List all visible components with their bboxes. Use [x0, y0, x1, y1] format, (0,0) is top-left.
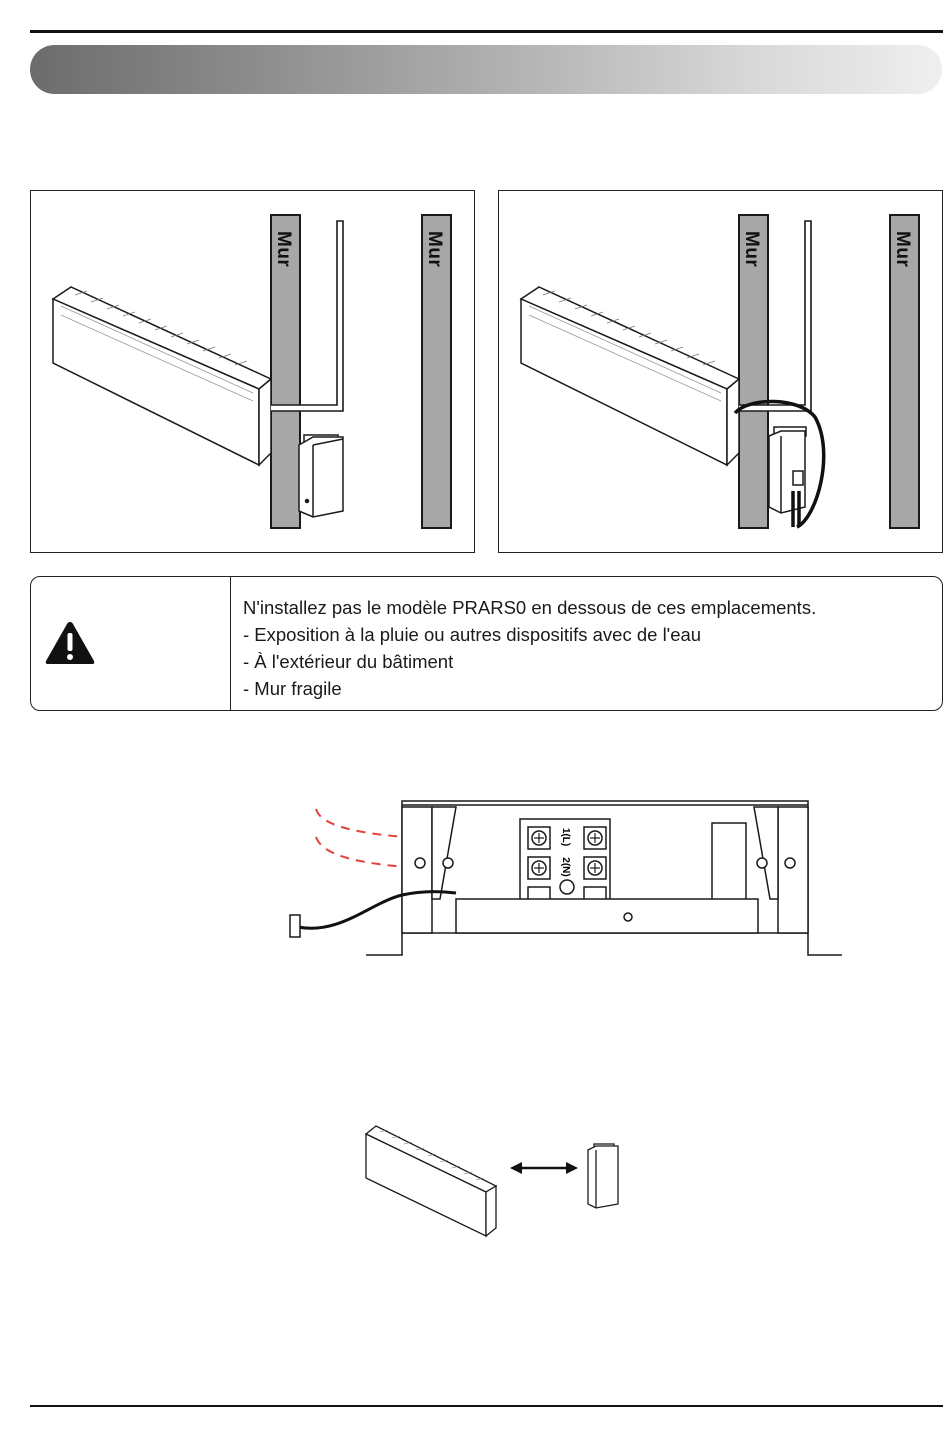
terminal-block-diagram: 1(L) 2(N)	[280, 795, 850, 965]
terminal-label-l: 1(L)	[560, 828, 571, 846]
indoor-unit-small	[366, 1126, 496, 1236]
converter-housing	[366, 801, 842, 955]
terminal-label-n: 2(N)	[560, 857, 571, 876]
connection-diagram	[360, 1118, 630, 1238]
double-arrow	[510, 1162, 578, 1174]
figure-panel-left: Mur Mur	[30, 190, 475, 553]
converter-box-small	[588, 1144, 618, 1208]
top-rule	[30, 30, 943, 33]
figure-panel-right: Mur Mur	[498, 190, 943, 553]
caution-line: N'installez pas le modèle PRARS0 en dess…	[243, 594, 816, 621]
caution-line: - Exposition à la pluie ou autres dispos…	[243, 621, 816, 648]
indoor-unit	[53, 287, 271, 465]
installation-diagram-left	[31, 191, 474, 552]
caution-line: - À l'extérieur du bâtiment	[243, 648, 816, 675]
caution-box: N'installez pas le modèle PRARS0 en dess…	[30, 576, 943, 711]
installation-diagram-right	[499, 191, 942, 552]
warning-triangle-icon	[43, 619, 97, 667]
wall-label-right-2: Mur	[891, 231, 913, 267]
caution-text: N'installez pas le modèle PRARS0 en dess…	[243, 594, 816, 702]
converter-box	[299, 435, 343, 517]
bottom-rule	[30, 1405, 943, 1407]
caution-divider	[230, 577, 231, 710]
wall-label-left-1: Mur	[272, 231, 294, 267]
section-header-bar	[30, 45, 942, 94]
wall-label-left-2: Mur	[423, 231, 445, 267]
wall-label-right-1: Mur	[740, 231, 762, 267]
indoor-unit	[521, 287, 739, 465]
caution-line: - Mur fragile	[243, 675, 816, 702]
cable-connector	[290, 915, 300, 937]
